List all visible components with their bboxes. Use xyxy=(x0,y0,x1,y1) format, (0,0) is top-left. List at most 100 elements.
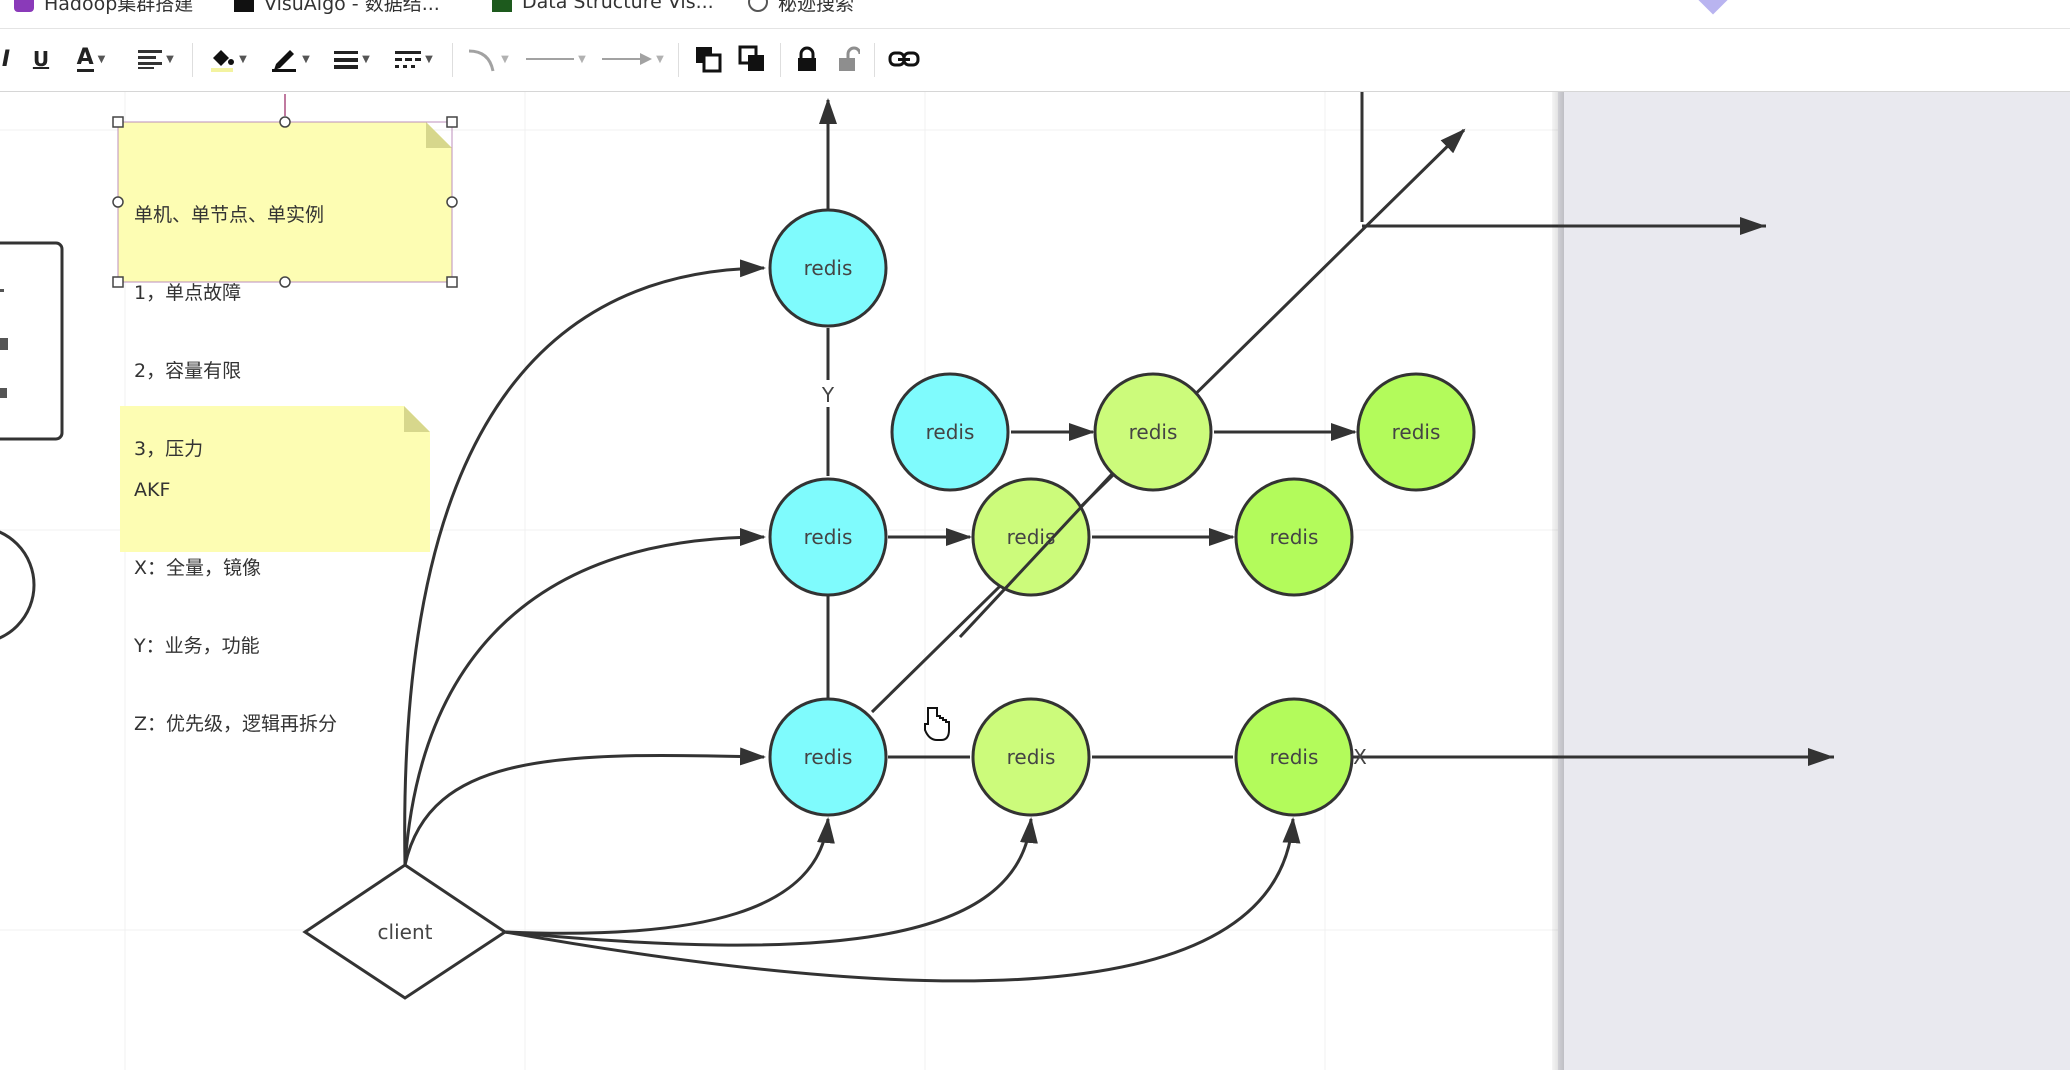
redis-node-mid-2[interactable] xyxy=(971,477,1091,597)
line-icon xyxy=(526,58,575,60)
cropped-box-shape[interactable] xyxy=(0,241,64,441)
note-line: 单机、单节点、单实例 xyxy=(134,204,325,226)
send-to-back-button[interactable] xyxy=(734,41,770,77)
bookmark-label: VisuAlgo - 数据结... xyxy=(264,0,440,15)
client-label: client xyxy=(378,920,433,944)
note-single-text: 单机、单节点、单实例 1，单点故障 2，容量有限 3，压力 xyxy=(134,150,324,514)
fill-color-button[interactable]: ▼ xyxy=(204,41,252,77)
redis-label: redis xyxy=(1392,420,1441,444)
link-icon xyxy=(888,51,920,67)
note-line: X：全量，镜像 xyxy=(134,557,262,579)
line-width-icon xyxy=(334,51,359,69)
lock-button[interactable] xyxy=(790,41,824,77)
redis-label: redis xyxy=(804,525,853,549)
redis-label: redis xyxy=(1129,420,1178,444)
chevron-down-icon: ▼ xyxy=(239,53,247,65)
redis-node-x-2[interactable] xyxy=(971,697,1091,817)
note-line: 2，容量有限 xyxy=(134,360,242,382)
redis-label: redis xyxy=(1270,525,1319,549)
redis-node-z-row-3[interactable] xyxy=(1356,372,1476,492)
underline-label: U xyxy=(32,47,50,71)
note-akf[interactable] xyxy=(120,406,430,552)
hand-cursor-icon xyxy=(924,707,950,741)
usf-icon xyxy=(492,0,512,12)
toolbar-divider xyxy=(780,43,781,77)
bookmark-data-structure[interactable]: Data Structure Vis... xyxy=(492,0,714,16)
note-line: Z：优先级，逻辑再拆分 xyxy=(134,713,338,735)
redis-label: redis xyxy=(1270,745,1319,769)
link-button[interactable] xyxy=(884,41,924,77)
font-color-label: A xyxy=(76,44,94,72)
canvas-outside-page[interactable] xyxy=(1558,92,2070,1070)
redis-label: redis xyxy=(804,256,853,280)
drawing-canvas[interactable]: redis redis redis redis redis redis redi… xyxy=(0,92,1558,1070)
bookmarks-bar: Hadoop集群搭建 VisuAlgo - 数据结... Data Struct… xyxy=(0,0,2070,29)
toolbar-divider xyxy=(452,43,453,77)
redis-label: redis xyxy=(1007,745,1056,769)
hadoop-icon xyxy=(14,0,34,12)
line-width-button[interactable]: ▼ xyxy=(330,41,374,77)
visualgo-icon xyxy=(234,0,254,12)
chevron-down-icon: ▼ xyxy=(362,53,370,65)
bring-to-front-button[interactable] xyxy=(690,41,726,77)
line-color-icon xyxy=(272,50,297,72)
mijisou-icon xyxy=(748,0,768,12)
italic-button[interactable]: I xyxy=(0,41,12,77)
note-line: AKF xyxy=(134,479,171,501)
note-akf-text: AKF X：全量，镜像 Y：业务，功能 Z：优先级，逻辑再拆分 xyxy=(134,425,337,789)
chevron-down-icon: ▼ xyxy=(302,53,310,65)
line-end-button[interactable]: ▼ xyxy=(600,41,666,77)
fill-icon xyxy=(211,50,235,72)
client-connectors[interactable] xyxy=(403,259,1301,983)
overflow-arrows xyxy=(1558,217,1834,766)
redis-label: redis xyxy=(1007,525,1056,549)
chevron-down-icon: ▼ xyxy=(97,53,106,65)
chevron-down-icon: ▼ xyxy=(166,53,174,65)
y-label-bg xyxy=(818,382,838,406)
note-selection-handles[interactable] xyxy=(112,116,458,288)
page-boundary-shadow xyxy=(1552,92,1564,1070)
format-toolbar: I U A▼ ▼ ▼ ▼ ▼ ▼ ▼ ▼ ▼ xyxy=(0,29,2070,92)
line-style-button[interactable]: ▼ xyxy=(390,41,438,77)
client-diamond[interactable] xyxy=(302,863,508,1000)
unlock-icon xyxy=(839,46,860,71)
toolbar-divider xyxy=(874,43,875,77)
unlock-button[interactable] xyxy=(832,41,866,77)
redis-node-x-3[interactable] xyxy=(1234,697,1354,817)
cropped-box-glyphs xyxy=(0,289,8,398)
note-line: 1，单点故障 xyxy=(134,282,242,304)
align-icon xyxy=(138,50,163,69)
to-back-icon xyxy=(738,45,764,71)
italic-label: I xyxy=(1,46,11,72)
underline-button[interactable]: U xyxy=(28,41,54,77)
bookmark-label: 秘迹搜索 xyxy=(778,0,855,15)
arrow-icon xyxy=(602,53,653,65)
redis-node-mid-3[interactable] xyxy=(1234,477,1354,597)
toolbar-divider xyxy=(192,43,193,77)
to-front-icon xyxy=(696,47,722,73)
line-start-button[interactable]: ▼ xyxy=(524,41,588,77)
line-style-icon xyxy=(395,51,422,68)
bookmark-mijisou[interactable]: 秘迹搜索 xyxy=(748,0,854,16)
font-color-button[interactable]: A▼ xyxy=(68,41,114,77)
bookmark-label: Hadoop集群搭建 xyxy=(44,0,194,15)
redis-label: redis xyxy=(926,420,975,444)
line-color-button[interactable]: ▼ xyxy=(266,41,314,77)
redis-node-y-mid[interactable] xyxy=(768,477,888,597)
bookmark-visualgo[interactable]: VisuAlgo - 数据结... xyxy=(234,0,440,16)
redis-node-z-row[interactable] xyxy=(890,372,1010,492)
chevron-down-icon: ▼ xyxy=(578,53,586,65)
extension-icon[interactable] xyxy=(1697,0,1729,15)
diagram-svg: redis redis redis redis redis redis redi… xyxy=(0,92,1558,1070)
align-button[interactable]: ▼ xyxy=(132,41,180,77)
chevron-down-icon: ▼ xyxy=(425,53,433,65)
redis-node-origin[interactable] xyxy=(768,697,888,817)
note-line: 3，压力 xyxy=(134,438,204,460)
x-axis-label: X xyxy=(1353,745,1367,769)
cropped-circle-shape[interactable] xyxy=(0,527,36,643)
z-axis-overlay xyxy=(958,472,1114,639)
connector-style-button[interactable]: ▼ xyxy=(464,41,512,77)
redis-node-z-row-2[interactable] xyxy=(1093,372,1213,492)
redis-node-y-top[interactable] xyxy=(768,208,888,328)
bookmark-hadoop[interactable]: Hadoop集群搭建 xyxy=(14,0,193,16)
